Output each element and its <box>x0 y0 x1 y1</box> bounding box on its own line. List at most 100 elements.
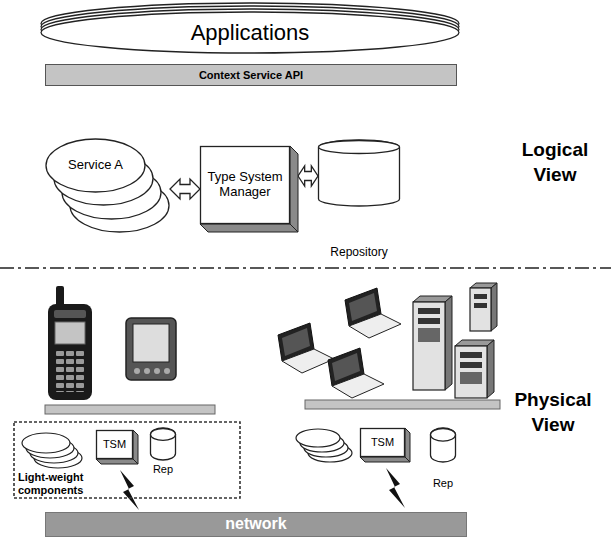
device-bar <box>305 400 500 409</box>
stack-ellipse <box>46 139 145 192</box>
repository-cylinder: Rep <box>150 428 176 460</box>
node-text: Repository <box>330 246 387 260</box>
node-text: network <box>225 515 286 533</box>
text-area: Repository <box>308 244 410 262</box>
cylinder-top <box>319 141 400 154</box>
network-bar: network <box>45 512 467 537</box>
node-text: TSM <box>103 438 126 451</box>
mobile-phone <box>48 304 92 400</box>
cylinder-body <box>319 140 400 206</box>
server-tower <box>418 308 440 314</box>
cylinder-top <box>151 429 176 441</box>
laptop <box>345 288 401 338</box>
device-bar <box>45 405 215 414</box>
cylinder-body <box>431 428 456 462</box>
stack-ellipse <box>41 12 459 53</box>
text-area: Light-weight components <box>18 470 110 498</box>
server-tower <box>487 340 494 398</box>
server-tower <box>455 346 487 398</box>
block-arrow <box>298 166 318 186</box>
mobile-phone <box>55 350 85 392</box>
text-area: Type System Manager <box>200 146 290 224</box>
node-text: Context Service API <box>199 69 303 82</box>
box-side <box>405 428 410 462</box>
server-tower <box>491 283 497 331</box>
server-tower <box>445 296 452 390</box>
cylinder-top <box>431 429 456 442</box>
view-separator <box>0 267 611 269</box>
text-content: Context Service API <box>199 69 303 82</box>
wireless-link <box>386 468 405 508</box>
manager-box: TSM <box>96 430 138 464</box>
box-side <box>200 224 298 232</box>
box-side <box>133 430 138 464</box>
text-content: Light-weight components <box>18 471 110 496</box>
server-tower <box>413 302 445 390</box>
text-content: TSM <box>103 438 126 451</box>
server-tower <box>418 318 440 324</box>
server-tower <box>455 340 494 398</box>
pda <box>126 318 176 380</box>
application-stack: Applications <box>40 2 460 54</box>
node-text: Light-weight components <box>18 471 110 496</box>
laptop <box>278 323 334 373</box>
pda <box>133 324 169 362</box>
node-text: Rep <box>433 477 453 490</box>
pda <box>164 368 170 374</box>
pda <box>144 368 150 374</box>
text-content: Type System Manager <box>200 170 290 200</box>
bar-fill <box>46 65 457 86</box>
manager-box: Type System Manager <box>200 146 298 232</box>
pda <box>134 368 140 374</box>
pda <box>154 368 160 374</box>
mobile-phone <box>55 322 85 344</box>
text-area: Applications <box>40 11 460 54</box>
text-area: Context Service API <box>45 64 457 86</box>
box-face <box>361 429 405 457</box>
service-stack <box>296 429 352 462</box>
server-tower <box>474 303 487 308</box>
box-face <box>201 147 290 224</box>
text-content: Repository <box>330 246 387 260</box>
mobile-phone <box>54 310 86 318</box>
text-content: Rep <box>433 477 453 490</box>
view-label: Physical View <box>500 388 606 437</box>
service-stack <box>22 433 82 468</box>
text-content: Rep <box>153 463 173 476</box>
text-content: Applications <box>191 20 310 45</box>
text-area: Service A <box>45 138 146 193</box>
box-side <box>96 459 138 464</box>
server-tower <box>460 372 482 384</box>
text-area: TSM <box>96 430 133 459</box>
text-content: TSM <box>371 436 394 449</box>
node-text: TSM <box>371 436 394 449</box>
text-area: network <box>45 512 467 537</box>
repository-cylinder: Repository <box>318 140 400 206</box>
wireless-link <box>120 470 139 510</box>
server-tower <box>474 294 487 299</box>
text-area: Rep <box>144 462 182 477</box>
node-text: Service A <box>68 158 123 173</box>
server-tower <box>470 288 491 331</box>
server-tower <box>460 362 482 368</box>
mobile-phone <box>48 286 92 400</box>
server-tower <box>460 352 482 358</box>
laptop <box>282 349 334 373</box>
bar-fill <box>46 513 467 537</box>
service-stack <box>296 429 340 447</box>
text-content: Service A <box>68 158 123 173</box>
cylinder-body <box>151 428 176 460</box>
text-area: TSM <box>360 428 405 457</box>
manager-box: TSM <box>360 428 410 462</box>
text-area: Rep <box>424 476 462 491</box>
node-text: Applications <box>191 20 310 45</box>
text-content: network <box>225 515 286 533</box>
laptop <box>349 314 401 338</box>
box-side <box>360 457 410 462</box>
dashed-outline <box>14 422 240 498</box>
node-text: Type System Manager <box>200 170 290 200</box>
api-bar: Context Service API <box>45 64 457 86</box>
service-stack-outline <box>45 138 170 233</box>
repository-cylinder-outline <box>150 428 176 460</box>
